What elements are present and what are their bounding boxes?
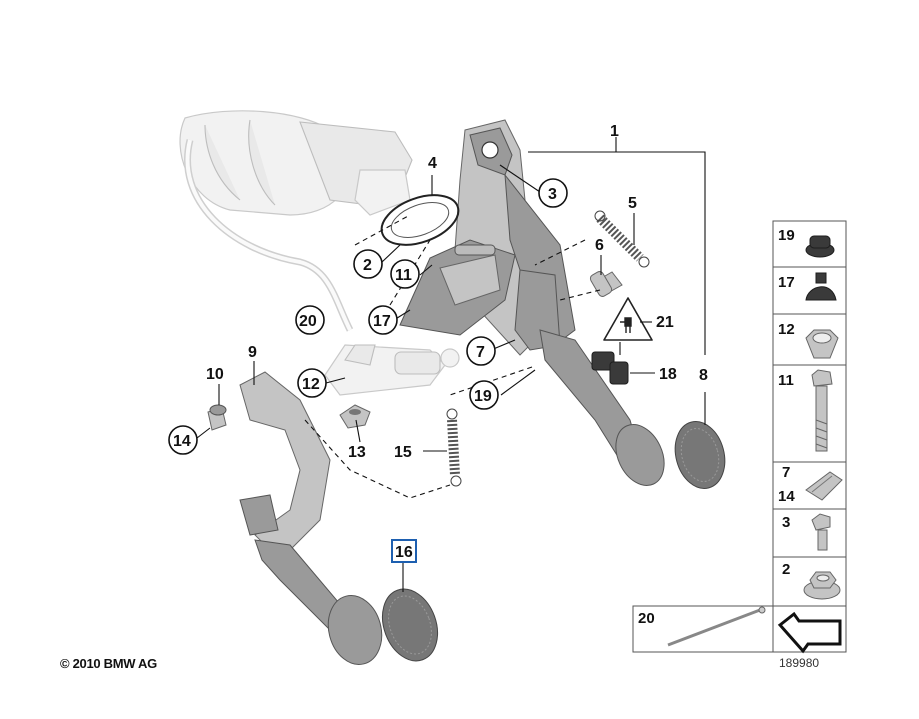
gasket-ring — [380, 194, 460, 246]
callout-11: 11 — [395, 267, 412, 284]
callout-6: 6 — [595, 237, 604, 254]
panel-item-3-label: 3 — [782, 514, 790, 531]
panel-item-12-label: 12 — [778, 321, 795, 338]
copyright-text: © 2010 BMW AG — [60, 656, 157, 671]
callout-5: 5 — [628, 195, 637, 212]
panel-item-7-label: 7 — [782, 464, 790, 481]
callouts: 1 3 4 2 11 5 6 20 17 21 7 9 18 8 10 12 1… — [168, 123, 708, 563]
flange-nut-icon — [803, 571, 841, 600]
clutch-master-cylinder-ghost — [324, 344, 460, 396]
flange-bolt-icon — [811, 513, 831, 551]
clip-icon — [805, 471, 843, 501]
callout-14: 14 — [173, 433, 191, 450]
clutch-pedal — [239, 371, 383, 665]
panel-item-14-label: 14 — [778, 488, 795, 505]
callout-12: 12 — [302, 376, 320, 393]
return-spring-5 — [594, 210, 650, 268]
grommet-icon — [805, 235, 835, 258]
callout-19: 19 — [474, 388, 492, 405]
bolt-icon — [811, 369, 833, 452]
cable-tie-icon — [667, 606, 766, 647]
panel-item-20-label: 20 — [638, 610, 655, 627]
callout-3: 3 — [548, 186, 557, 203]
callout-10: 10 — [206, 366, 224, 383]
switch-18 — [591, 351, 629, 385]
callout-2: 2 — [363, 257, 372, 274]
navigation-arrow-icon — [777, 611, 842, 654]
callout-15: 15 — [394, 444, 412, 461]
warning-triangle-icon — [603, 297, 653, 341]
callout-leaders — [196, 164, 655, 592]
panel-item-17-label: 17 — [778, 274, 795, 291]
callout-18: 18 — [659, 366, 677, 383]
hex-nut-icon — [805, 329, 839, 359]
pin-6 — [589, 271, 623, 297]
panel-item-11-label: 11 — [778, 372, 794, 389]
callout-16-highlight — [391, 539, 417, 563]
brake-booster-ghost — [179, 110, 413, 332]
callout-20: 20 — [299, 313, 317, 330]
callout-13: 13 — [348, 444, 366, 461]
panel-item-2-label: 2 — [782, 561, 790, 578]
callout-21: 21 — [656, 314, 674, 331]
callout-9: 9 — [248, 344, 257, 361]
nut-13 — [339, 404, 371, 429]
callout-4: 4 — [428, 155, 437, 172]
pedal-pad-16 — [381, 588, 439, 662]
callout-17: 17 — [373, 313, 391, 330]
bushing-10 — [207, 404, 227, 431]
panel-item-19-label: 19 — [778, 227, 795, 244]
bracket-plate — [399, 239, 516, 336]
return-spring-15 — [446, 408, 462, 487]
callout-7: 7 — [476, 344, 485, 361]
diagram-number: 189980 — [779, 656, 820, 670]
callout-16: 16 — [395, 544, 413, 561]
parts-panel: 19 17 12 11 7 14 3 — [632, 220, 847, 654]
callout-1: 1 — [610, 123, 619, 140]
callout-8: 8 — [699, 367, 708, 384]
rubber-stop-icon — [805, 272, 837, 301]
